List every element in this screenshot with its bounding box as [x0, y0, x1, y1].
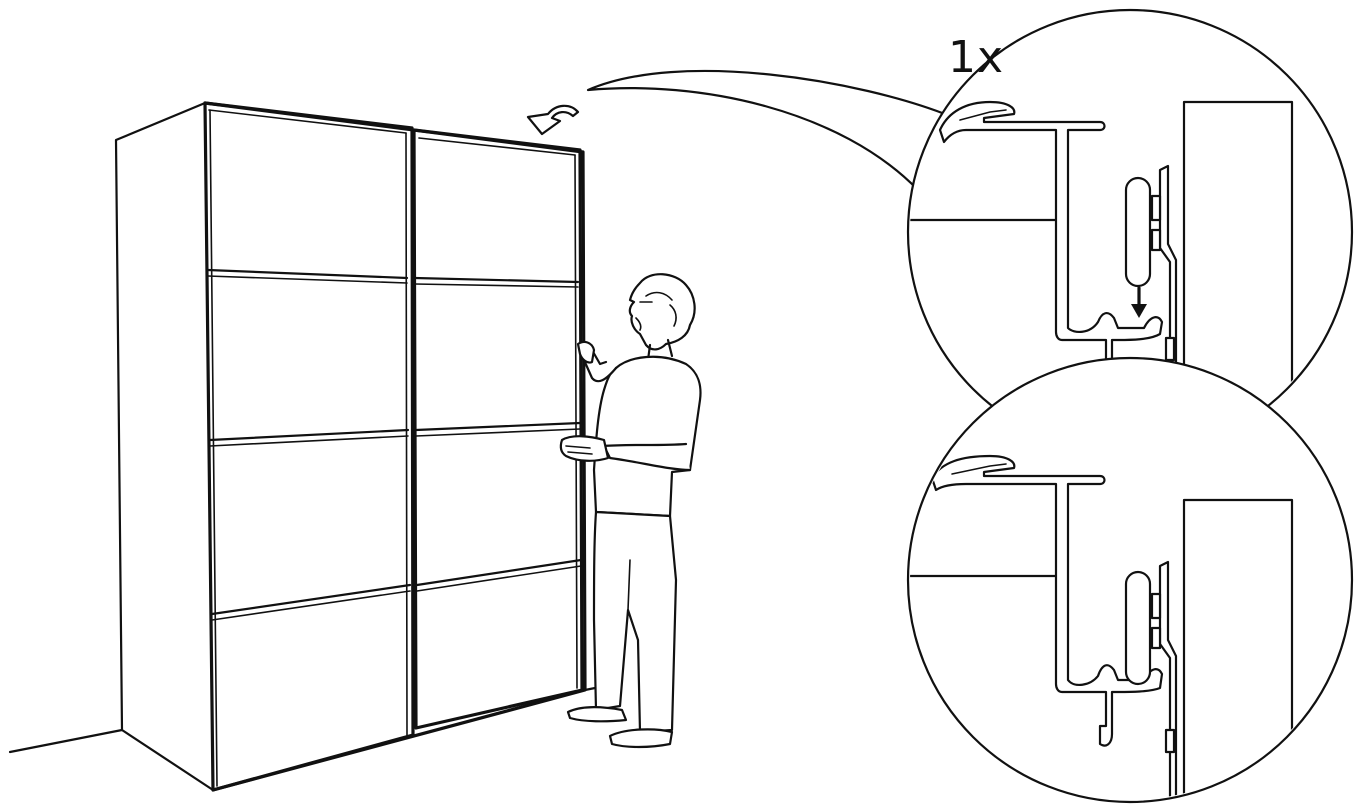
person-head [628, 273, 696, 351]
wardrobe [114, 101, 587, 792]
down-arrow-icon [1131, 286, 1147, 318]
curved-rotate-arrow-icon [526, 104, 580, 136]
roller-wheel [1124, 176, 1152, 288]
roller-wheel-seated [1124, 570, 1152, 686]
wardrobe-side-panel [114, 101, 215, 792]
person-legs [592, 510, 678, 734]
person-figure [559, 273, 702, 749]
wardrobe-frame [203, 101, 587, 792]
callout-pointer [586, 69, 952, 192]
detail-view-bottom [906, 356, 1354, 804]
right-sliding-door [412, 128, 584, 730]
top-track-profile [938, 100, 1164, 393]
left-sliding-door [203, 101, 415, 792]
quantity-label: 1x [948, 32, 1005, 83]
person-right-shoe [608, 728, 674, 749]
person-hand [559, 435, 610, 462]
person-torso [592, 355, 702, 518]
floor-line [8, 684, 607, 754]
person-left-shoe [566, 706, 628, 723]
